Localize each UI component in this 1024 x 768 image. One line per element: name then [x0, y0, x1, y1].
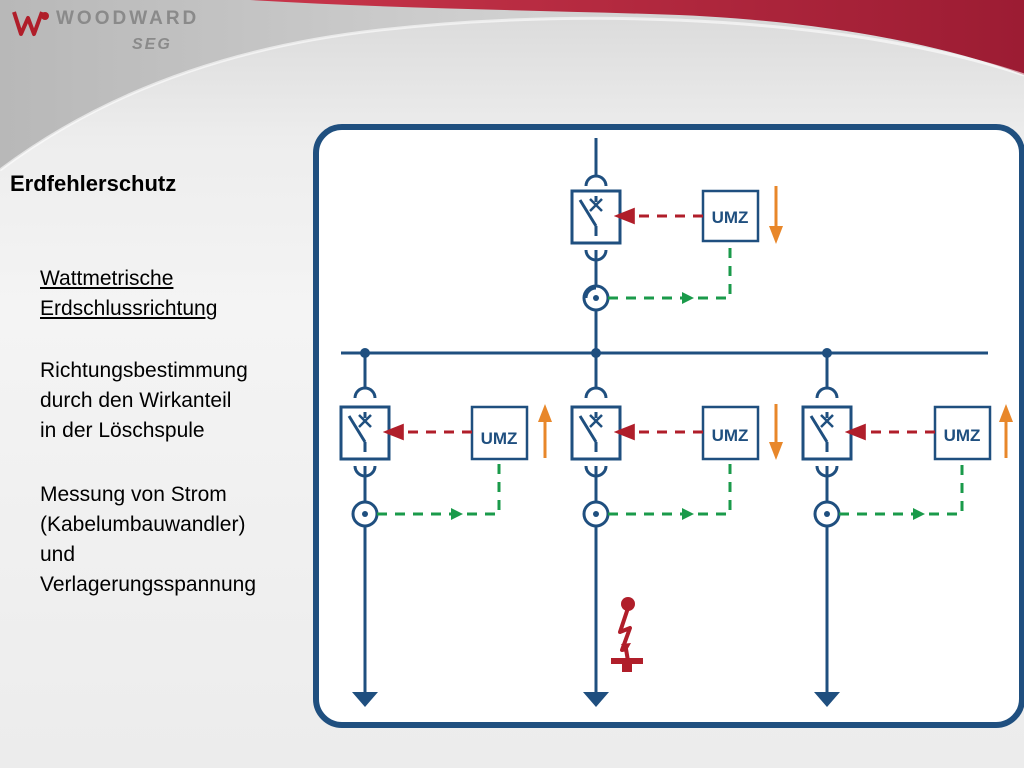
woodward-logo-icon	[12, 11, 49, 36]
relay-incoming: UMZ	[608, 186, 783, 304]
slide-title: Erdfehlerschutz	[10, 171, 177, 196]
relay-box	[933, 405, 992, 461]
measurement-line	[608, 241, 732, 300]
direction-arrow-up	[538, 404, 552, 458]
paragraph-2-line-1: Messung von Strom	[40, 483, 227, 506]
relay-label: UMZ	[712, 426, 749, 445]
paragraph-1-line-3: in der Löschspule	[40, 419, 205, 442]
relay-label: UMZ	[712, 208, 749, 227]
paragraph-2: Messung von Strom (Kabelumbauwandler) un…	[40, 480, 256, 600]
heading-line-2: Erdschlussrichtung	[40, 297, 218, 320]
measurement-line	[839, 459, 964, 516]
seg-logo-text: SEG	[132, 36, 172, 53]
paragraph-1-line-2: durch den Wirkanteil	[40, 389, 232, 412]
feeder-end-arrow	[814, 692, 840, 707]
measurement-line	[377, 459, 501, 516]
incoming-feeder	[570, 138, 622, 353]
relay-label: UMZ	[481, 429, 518, 448]
paragraph-1: Richtungsbestimmung durch den Wirkanteil…	[40, 356, 248, 446]
direction-arrow-down	[769, 186, 783, 244]
direction-arrow-down	[769, 404, 783, 460]
heading-line-1: Wattmetrische	[40, 267, 174, 290]
relay-box	[701, 189, 760, 243]
paragraph-2-line-2: (Kabelumbauwandler)	[40, 513, 246, 536]
paragraph-2-line-3: und	[40, 543, 76, 566]
heading-block: Wattmetrische Erdschlussrichtung	[40, 264, 217, 324]
relay-box	[470, 405, 529, 461]
measurement-line	[608, 459, 732, 516]
feeder-center: UMZ	[570, 353, 783, 707]
paragraph-2-line-4: Verlagerungsspannung	[40, 573, 257, 596]
earth-fault-icon	[611, 597, 643, 672]
diagram-frame	[313, 124, 1024, 728]
feeder-right: UMZ	[801, 353, 1013, 707]
paragraph-1-line-1: Richtungsbestimmung	[40, 359, 248, 382]
feeder-end-arrow	[583, 692, 609, 707]
woodward-logo-text: WOODWARD	[56, 8, 200, 29]
feeder-left: UMZ	[339, 353, 552, 707]
relay-label: UMZ	[944, 426, 981, 445]
direction-arrow-up	[999, 404, 1013, 458]
feeder-end-arrow	[352, 692, 378, 707]
